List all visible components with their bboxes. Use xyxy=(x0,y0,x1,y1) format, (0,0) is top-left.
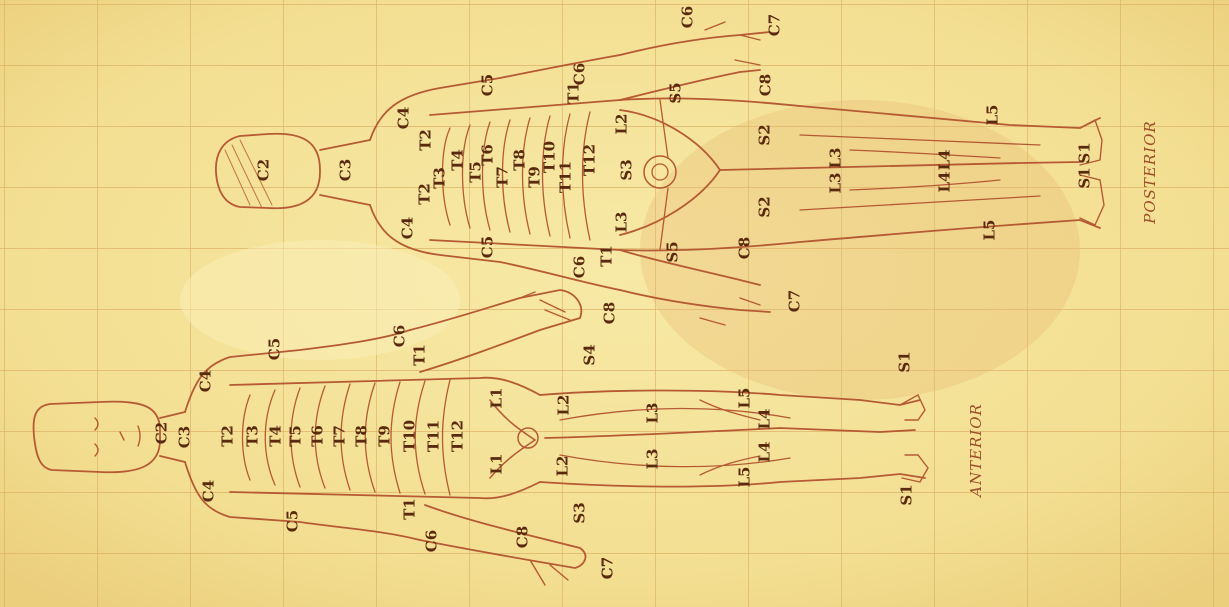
anterior-label: L1 xyxy=(490,454,505,475)
anterior-label: L4 xyxy=(758,409,773,430)
posterior-label: C5 xyxy=(481,236,496,258)
anterior-label: T1 xyxy=(413,344,428,366)
posterior-label: L4 xyxy=(938,172,953,193)
posterior-label: L3 xyxy=(615,212,630,233)
anterior-label: L3 xyxy=(646,449,661,470)
posterior-label: C8 xyxy=(738,237,753,259)
posterior-label: C4 xyxy=(401,217,416,239)
anterior-label: T8 xyxy=(355,425,370,447)
posterior-label: T4 xyxy=(451,149,466,171)
anterior-label: C4 xyxy=(199,370,214,392)
anterior-label: L1 xyxy=(490,388,505,409)
posterior-label: C6 xyxy=(681,6,696,28)
posterior-label: S3 xyxy=(620,159,635,180)
posterior-label: S5 xyxy=(669,82,684,103)
anterior-label: C6 xyxy=(393,325,408,347)
anterior-label: T1 xyxy=(403,498,418,520)
anterior-label: L4 xyxy=(758,442,773,463)
anterior-label: T5 xyxy=(289,425,304,447)
posterior-label: C6 xyxy=(573,256,588,278)
anterior-label: T12 xyxy=(451,420,466,452)
posterior-label: C7 xyxy=(788,290,803,312)
anterior-label: L5 xyxy=(738,467,753,488)
paper-stain xyxy=(640,100,1080,400)
anterior-label: T4 xyxy=(269,425,284,447)
posterior-label: L4 xyxy=(938,150,953,171)
anterior-label: C8 xyxy=(516,526,531,548)
anterior-label: T11 xyxy=(427,420,442,452)
anterior-label: L5 xyxy=(738,388,753,409)
posterior-label: T1 xyxy=(600,245,615,267)
posterior-label: L3 xyxy=(829,173,844,194)
anterior-label: S3 xyxy=(573,502,588,523)
anterior-label: T6 xyxy=(311,425,326,447)
posterior-label: T7 xyxy=(496,166,511,188)
anterior-label: S1 xyxy=(898,351,913,372)
anterior-label: L3 xyxy=(646,403,661,424)
posterior-label: L2 xyxy=(615,114,630,135)
paper-stain xyxy=(180,240,460,360)
anterior-label: T10 xyxy=(403,420,418,452)
posterior-label: T6 xyxy=(481,144,496,166)
caption-anterior: ANTERIOR xyxy=(967,403,985,497)
anterior-label: C8 xyxy=(603,302,618,324)
anterior-label: L2 xyxy=(557,395,572,416)
posterior-label: C5 xyxy=(481,74,496,96)
anterior-label: T9 xyxy=(378,425,393,447)
posterior-label: C3 xyxy=(339,159,354,181)
posterior-label: C4 xyxy=(397,107,412,129)
posterior-label: C7 xyxy=(768,14,783,36)
anterior-label: C5 xyxy=(286,510,301,532)
posterior-label: L3 xyxy=(829,148,844,169)
anterior-label: T7 xyxy=(333,425,348,447)
anterior-label: C7 xyxy=(601,557,616,579)
posterior-label: T2 xyxy=(418,183,433,205)
posterior-label: S2 xyxy=(758,124,773,145)
posterior-label: T1 xyxy=(567,82,582,104)
posterior-label: S2 xyxy=(758,196,773,217)
posterior-label: C2 xyxy=(257,159,272,181)
anterior-label: C3 xyxy=(178,426,193,448)
posterior-label: S1 xyxy=(1078,167,1093,188)
anterior-label: T2 xyxy=(221,425,236,447)
posterior-label: T10 xyxy=(543,141,558,173)
posterior-label: T2 xyxy=(419,129,434,151)
anterior-label: T3 xyxy=(246,425,261,447)
posterior-label: L5 xyxy=(983,220,998,241)
anterior-label: L2 xyxy=(556,456,571,477)
anterior-label: C6 xyxy=(425,530,440,552)
posterior-label: S5 xyxy=(666,241,681,262)
posterior-label: T11 xyxy=(559,161,574,193)
anterior-label: C5 xyxy=(268,338,283,360)
posterior-label: L5 xyxy=(986,105,1001,126)
anterior-label: S1 xyxy=(900,484,915,505)
anterior-label: S4 xyxy=(583,344,598,365)
anterior-label: C4 xyxy=(202,480,217,502)
posterior-label: T12 xyxy=(583,144,598,176)
caption-posterior: POSTERIOR xyxy=(1141,120,1159,223)
posterior-label: T3 xyxy=(433,167,448,189)
anterior-label: C2 xyxy=(155,422,170,444)
posterior-label: S1 xyxy=(1078,142,1093,163)
posterior-label: C8 xyxy=(759,74,774,96)
